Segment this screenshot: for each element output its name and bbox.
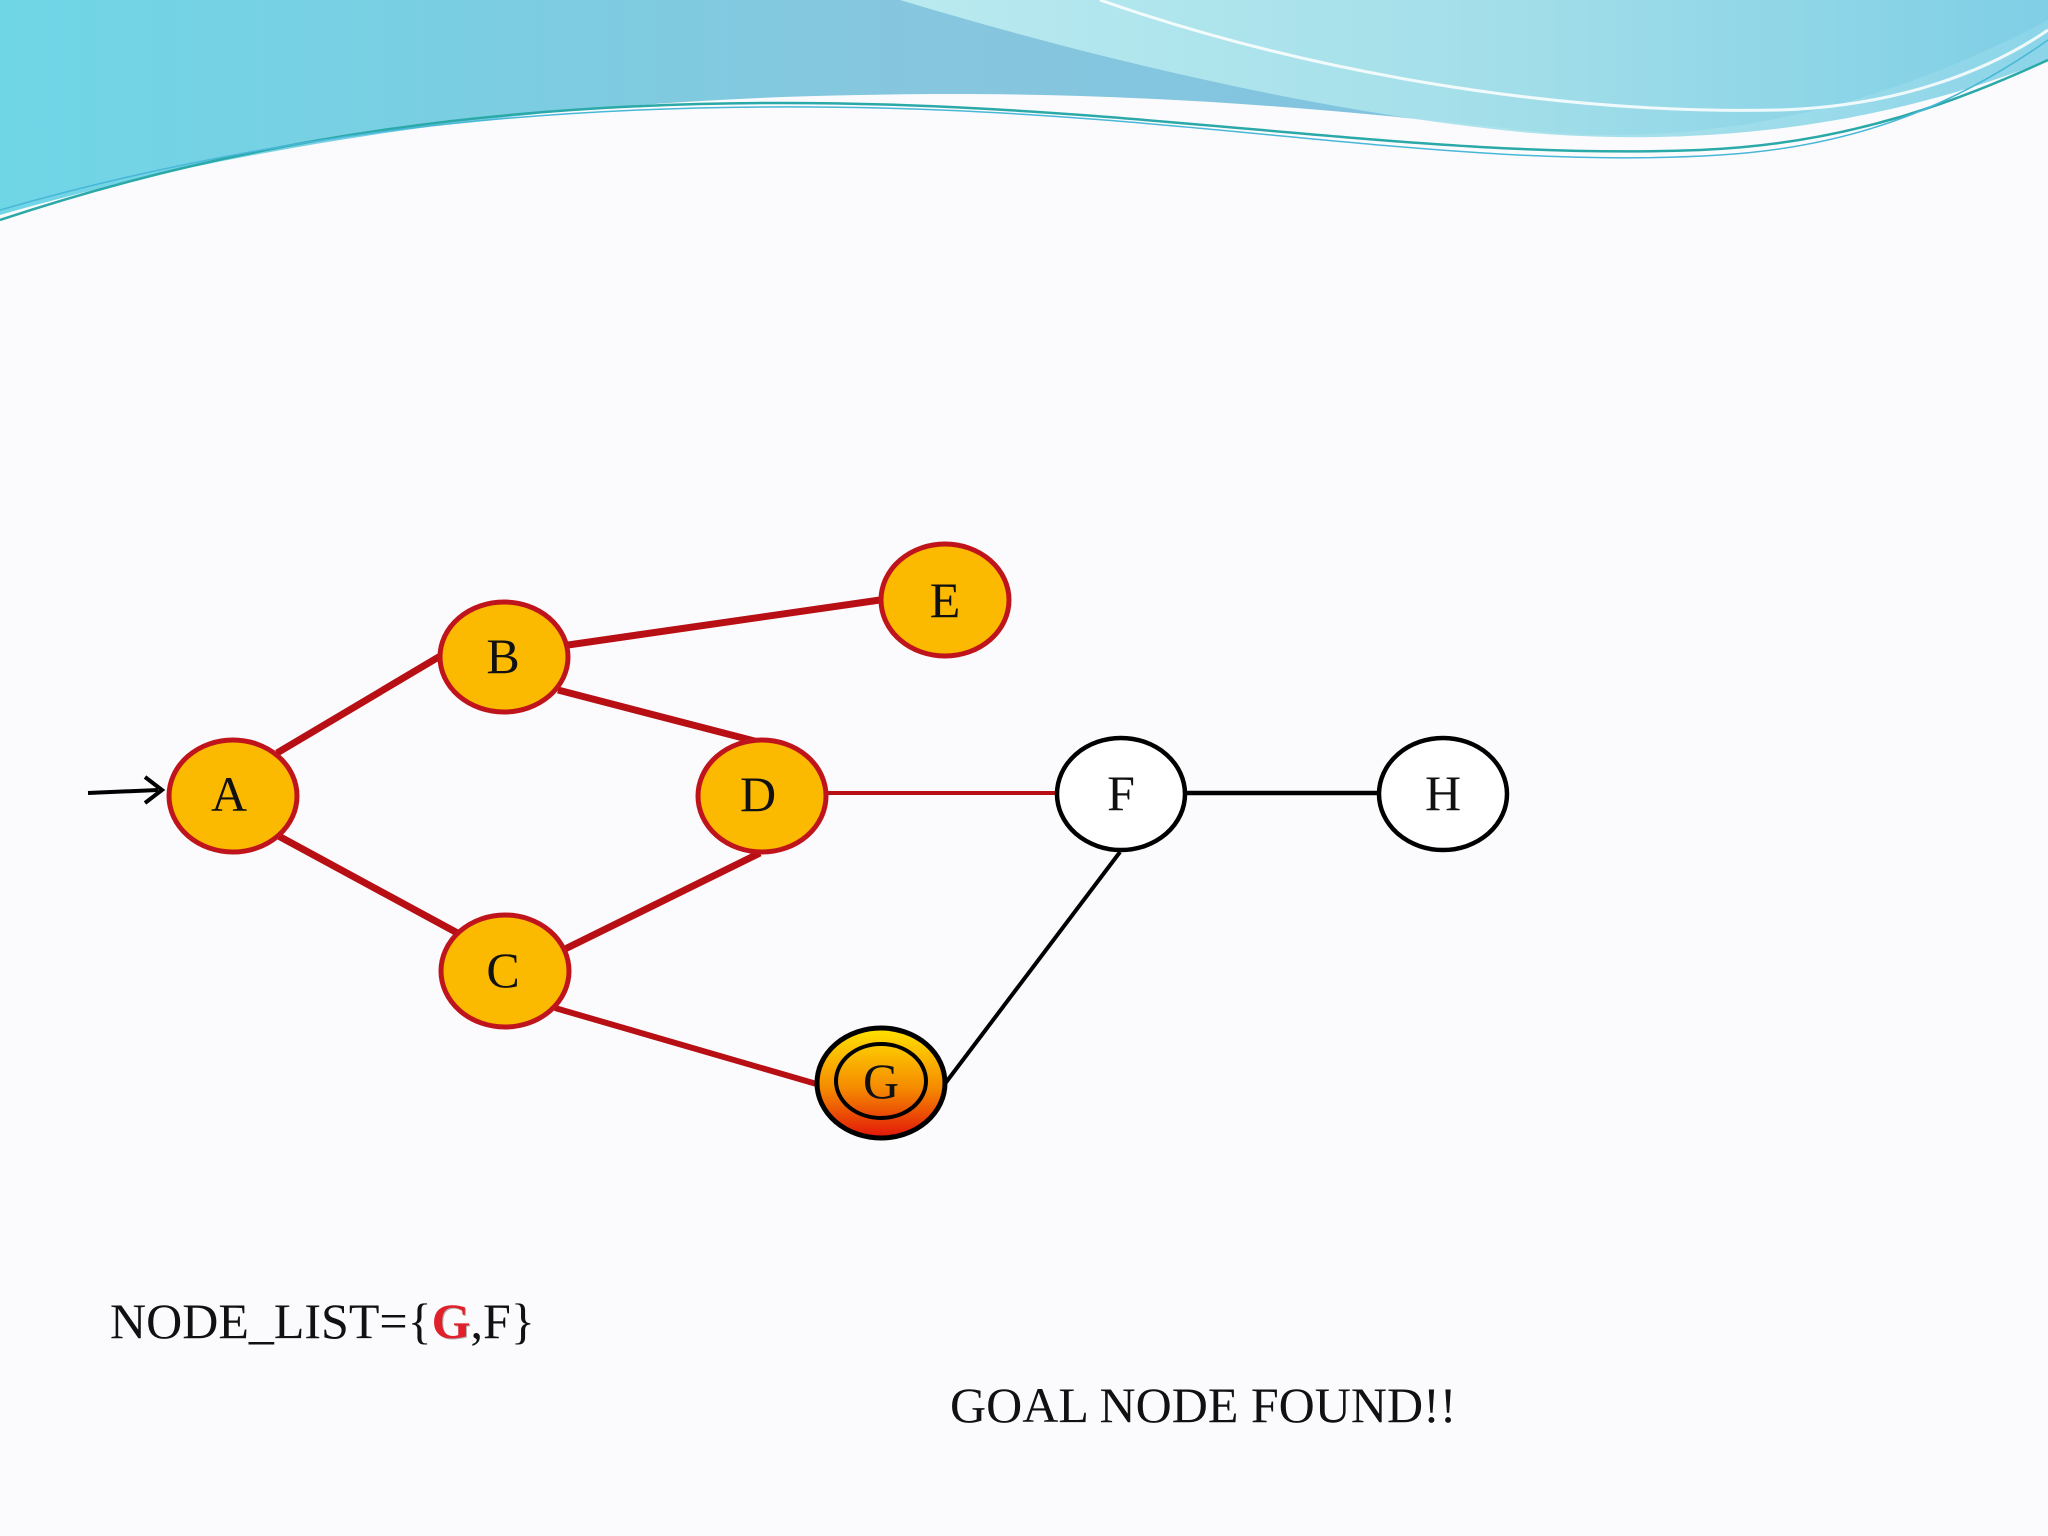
edge-b-e <box>567 596 881 649</box>
node-list-current-node: G <box>431 1293 471 1349</box>
node-e-label: E <box>930 572 961 628</box>
node-a: A <box>166 737 300 855</box>
node-b-label: B <box>486 628 519 684</box>
goal-found-message: GOAL NODE FOUND!! <box>950 1377 1457 1433</box>
node-d: D <box>695 737 829 855</box>
edge-c-d <box>561 849 762 954</box>
node-h-label: H <box>1425 765 1461 821</box>
node-a-label: A <box>211 766 247 822</box>
node-f-label: F <box>1107 765 1135 821</box>
node-c-label: C <box>486 942 519 998</box>
start-arrow <box>87 775 166 805</box>
edge-b-d <box>557 686 771 749</box>
node-list-prefix: NODE_LIST={ <box>110 1293 432 1349</box>
node-f: F <box>1054 735 1188 853</box>
edge-f-g <box>942 850 1122 1087</box>
node-g-label: G <box>863 1053 899 1109</box>
node-d-label: D <box>740 766 776 822</box>
header-wave-decoration <box>0 0 2048 222</box>
node-list-caption: NODE_LIST={G,F} <box>110 1296 535 1346</box>
node-g-goal: G <box>814 1025 948 1141</box>
edge-a-b <box>275 651 444 757</box>
node-c: C <box>438 912 572 1030</box>
edge-a-c <box>271 829 465 940</box>
node-list-rest: ,F} <box>470 1293 535 1349</box>
node-b: B <box>437 599 571 715</box>
node-e: E <box>878 541 1012 659</box>
node-h: H <box>1376 735 1510 853</box>
graph-edges <box>271 596 1378 1088</box>
edge-c-g <box>554 1005 821 1088</box>
